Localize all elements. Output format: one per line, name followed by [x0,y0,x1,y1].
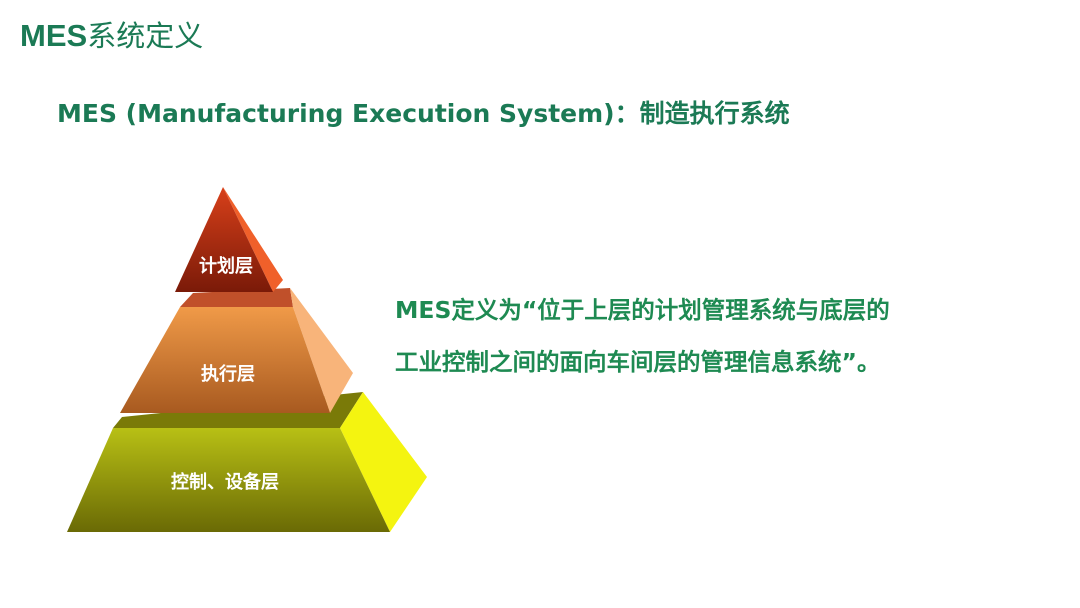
title-prefix: MES [20,18,88,53]
pyramid-layer-planning: 计划层 [175,187,283,292]
layer-label: 计划层 [199,255,253,277]
pyramid-layer-execution: 执行层 [120,288,353,413]
layer-label: 控制、设备层 [171,471,279,493]
layer-label: 执行层 [201,363,255,385]
definition-line-1: MES定义为“位于上层的计划管理系统与底层的 [395,296,890,324]
slide-subtitle: MES (Manufacturing Execution System)：制造执… [57,99,790,128]
title-rest: 系统定义 [87,19,204,53]
slide-title: MES系统定义 [20,16,203,56]
definition-line-2: 工业控制之间的面向车间层的管理信息系统”。 [395,348,881,376]
definition-text: MES定义为“位于上层的计划管理系统与底层的 工业控制之间的面向车间层的管理信息… [395,284,890,388]
